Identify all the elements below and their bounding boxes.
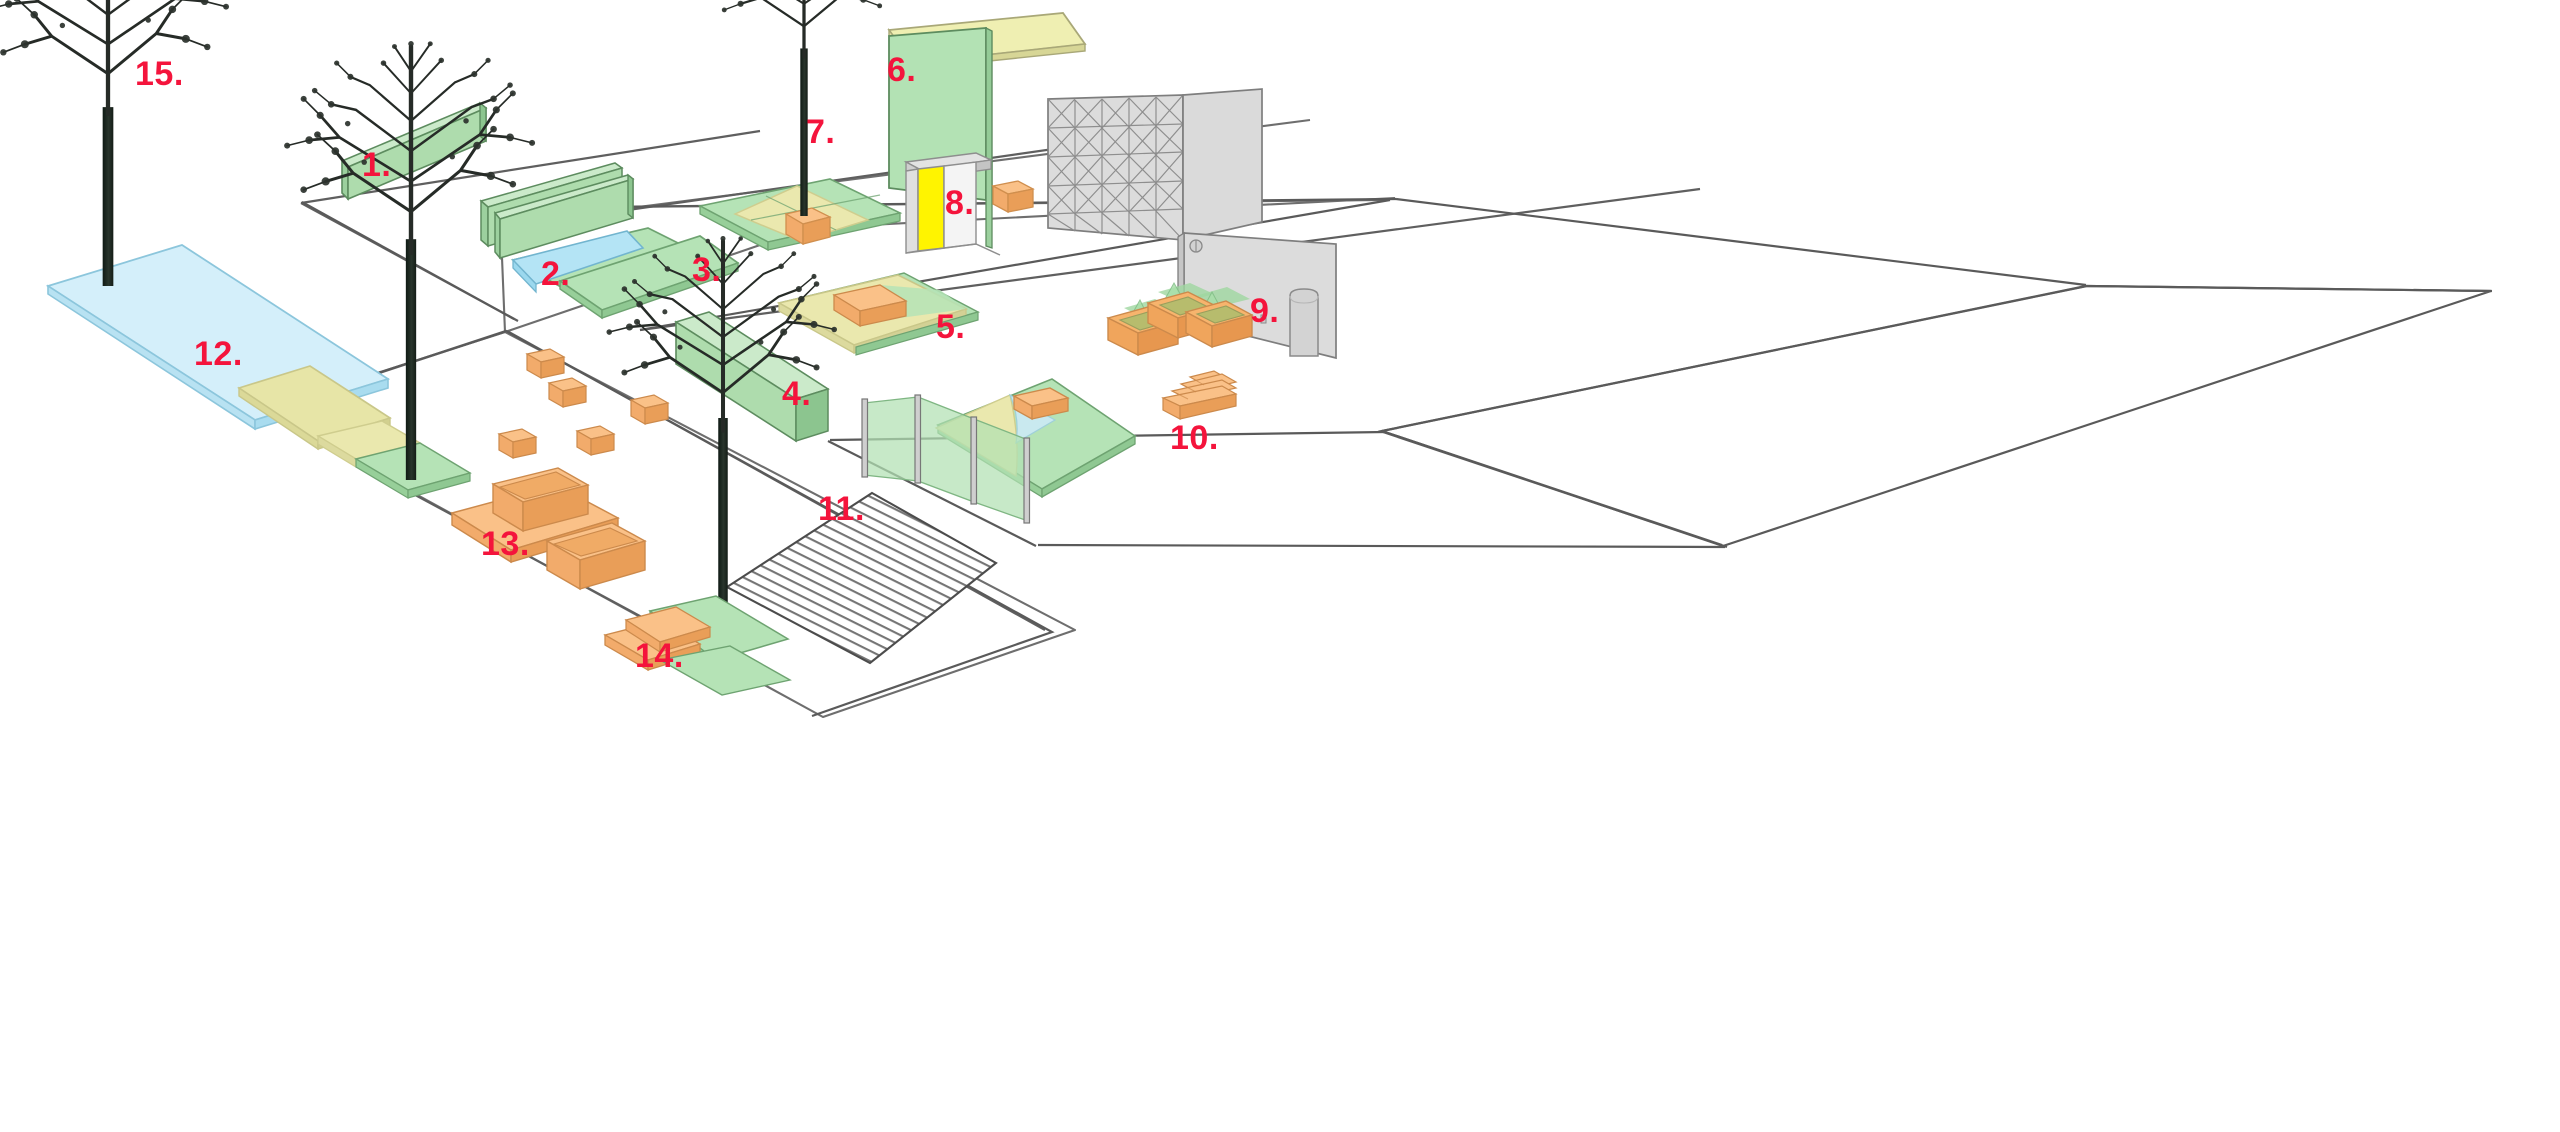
- planter-boxes-9[interactable]: [1106, 281, 1254, 357]
- callout-9[interactable]: 9.: [1250, 292, 1280, 330]
- planting-bed-7[interactable]: [697, 0, 903, 252]
- callout-4[interactable]: 4.: [782, 375, 812, 413]
- wall-fixture-icon: [1189, 239, 1203, 253]
- lawn-terrace-3[interactable]: [510, 227, 740, 320]
- water-channel-12[interactable]: [45, 244, 392, 451]
- mid-tree[interactable]: [284, 41, 535, 480]
- callout-14[interactable]: 14.: [635, 637, 684, 675]
- callout-12[interactable]: 12.: [194, 335, 243, 373]
- cube-stool-group[interactable]: [497, 348, 670, 460]
- callout-10[interactable]: 10.: [1170, 419, 1219, 457]
- timber-platform-13[interactable]: [450, 467, 647, 591]
- callout-7[interactable]: 7.: [806, 113, 836, 151]
- timber-bench-5[interactable]: [832, 284, 908, 328]
- plaza-tree[interactable]: [606, 236, 837, 655]
- callout-1[interactable]: 1.: [362, 146, 392, 184]
- concrete-cylinder: [1289, 288, 1319, 357]
- hedge-wall-1[interactable]: [340, 101, 488, 201]
- mid-tree-base[interactable]: [316, 420, 472, 500]
- deck-plaza-11[interactable]: [724, 491, 998, 665]
- timber-bench-lawn[interactable]: [1012, 387, 1070, 421]
- callout-11[interactable]: 11.: [818, 490, 865, 528]
- hedge-wall-2b[interactable]: [479, 162, 635, 261]
- concrete-wall-9[interactable]: [1047, 88, 1337, 360]
- green-fence[interactable]: [861, 394, 1031, 524]
- timber-cube[interactable]: [784, 207, 832, 246]
- sand-platform-5[interactable]: [776, 272, 981, 356]
- specimen-tree-15[interactable]: [0, 0, 229, 286]
- timber-cube-portal[interactable]: [991, 180, 1035, 214]
- callout-3[interactable]: 3.: [692, 251, 722, 289]
- callout-13[interactable]: 13.: [481, 525, 530, 563]
- callout-2[interactable]: 2.: [541, 255, 571, 293]
- callout-8[interactable]: 8.: [945, 184, 975, 222]
- callout-15[interactable]: 15.: [135, 55, 184, 93]
- yellow-portal-8[interactable]: [903, 152, 1001, 256]
- lawn-fenced-area[interactable]: [861, 378, 1137, 524]
- callout-6[interactable]: 6.: [887, 51, 917, 89]
- callout-5[interactable]: 5.: [936, 308, 966, 346]
- timber-steps-10[interactable]: [1161, 370, 1238, 420]
- timber-step-14[interactable]: [603, 595, 792, 696]
